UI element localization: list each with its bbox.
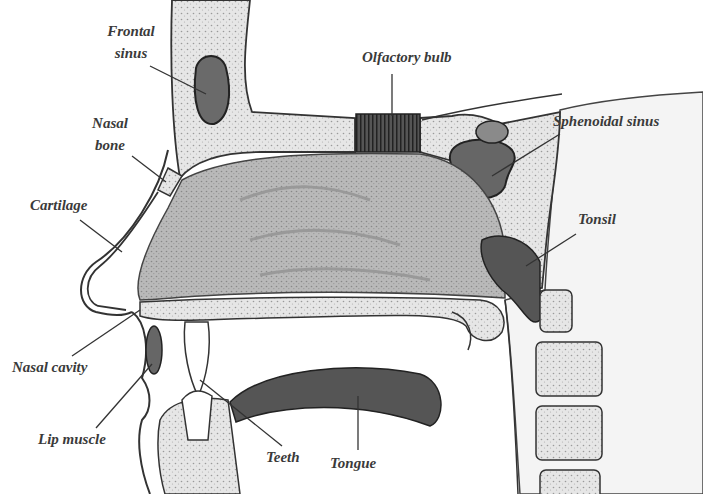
vertebra — [540, 470, 600, 494]
leader-line — [357, 396, 358, 450]
part-label: Olfactory bulb — [362, 46, 452, 68]
tongue — [230, 368, 441, 426]
part-label: Nasal bone — [84, 112, 136, 156]
leader-line — [96, 364, 152, 428]
tonsil — [481, 236, 540, 322]
leader-line — [72, 310, 140, 356]
lip-muscle — [146, 326, 162, 374]
part-label: Sphenoidal sinus — [553, 110, 659, 132]
leader-line — [80, 220, 122, 252]
part-label: Teeth — [266, 446, 300, 468]
part-label: Tongue — [330, 452, 376, 474]
frontal-sinus — [195, 56, 229, 124]
nose-outline — [81, 150, 168, 315]
leader-line — [391, 74, 392, 116]
part-label: Frontal sinus — [100, 20, 162, 64]
turbinate — [240, 187, 430, 280]
dura-line — [422, 94, 562, 120]
part-label: Tonsil — [578, 208, 616, 230]
pituitary — [476, 121, 508, 143]
leader-line — [150, 66, 206, 94]
leader-line — [132, 156, 166, 182]
pharynx-wall — [505, 300, 518, 494]
olfactory-bulb — [356, 114, 420, 152]
vertebra — [536, 406, 602, 460]
leader-line — [492, 134, 560, 176]
lower-tooth — [182, 391, 212, 440]
part-label: Lip muscle — [38, 428, 106, 450]
leader-line — [526, 234, 576, 266]
part-label: Cartilage — [30, 194, 88, 216]
nasal-cavity — [138, 153, 505, 300]
vertebra — [536, 342, 602, 396]
part-label: Nasal cavity — [12, 356, 87, 378]
soft-palate — [452, 312, 471, 350]
vertebra — [540, 290, 572, 332]
nose-cartilage — [88, 192, 158, 310]
leader-line — [200, 380, 282, 446]
frontal-bone — [171, 0, 355, 178]
